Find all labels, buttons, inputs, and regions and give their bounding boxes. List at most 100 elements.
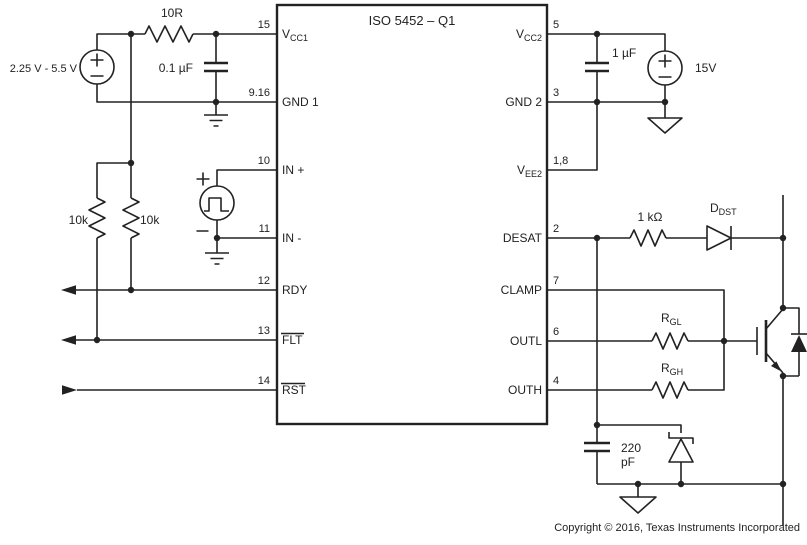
ground-symbol-pulse — [205, 252, 229, 265]
pin-label-in-plus: IN + — [282, 163, 304, 177]
resistor-10r-label: 10R — [161, 6, 183, 20]
resistor-rgl — [651, 332, 689, 350]
junction-dot — [127, 159, 135, 167]
junction-dot — [593, 30, 601, 38]
voltage-source-vcc1 — [79, 49, 115, 85]
ic-iso5452: ISO 5452 – Q1 15 9.16 10 11 12 13 14 VCC… — [249, 3, 568, 426]
wire — [96, 33, 277, 115]
ground-symbol-gnd2 — [647, 117, 683, 134]
pin-number-5: 5 — [553, 19, 559, 31]
pin-label-rdy: RDY — [282, 283, 307, 297]
supply-15v-label: 15V — [695, 61, 716, 75]
freewheel-diode — [791, 335, 807, 352]
pullup-network: 10k 10k — [69, 34, 160, 340]
junction-dot — [779, 372, 787, 380]
pin-label-clamp: CLAMP — [501, 283, 542, 297]
wire — [96, 34, 132, 340]
igbt — [756, 195, 807, 526]
capacitor-0p1uf — [204, 61, 228, 73]
pin-number-15: 15 — [258, 19, 270, 31]
resistor-1k — [629, 229, 667, 247]
pin-number-12: 12 — [258, 275, 270, 287]
pin-number-6: 6 — [553, 326, 559, 338]
status-signal-lines — [61, 285, 277, 395]
resistor-10r — [144, 25, 194, 43]
diode-ddst — [706, 225, 732, 251]
resistor-10k-left — [88, 197, 106, 239]
resistor-rgh — [651, 381, 689, 399]
junction-dot — [127, 286, 135, 294]
junction-dot — [213, 234, 221, 242]
resistor-rgl-label: RGL — [661, 311, 682, 327]
capacitor-220pf-unit: pF — [621, 455, 635, 469]
gate-supply-network: 1 µF 15V — [547, 33, 716, 171]
junction-dot — [93, 336, 101, 344]
wire — [596, 424, 783, 497]
rst-input-arrow — [62, 385, 77, 395]
pin-number-9-16: 9.16 — [249, 87, 270, 99]
ground-symbol-emitter — [619, 496, 657, 514]
blanking-network: 220 pF — [584, 424, 783, 514]
diode-ddst-label: DDST — [710, 201, 737, 217]
resistor-10k-right — [122, 197, 140, 239]
pulse-source-circle — [199, 185, 235, 221]
pin-number-13: 13 — [258, 325, 270, 337]
junction-dot — [593, 98, 601, 106]
pulse-waveform-icon — [204, 197, 229, 212]
pin-label-gnd1: GND 1 — [282, 95, 319, 109]
resistor-10k-left-label: 10k — [69, 213, 89, 227]
junction-dot — [212, 30, 220, 38]
wire — [547, 33, 666, 171]
junction-dots — [93, 30, 787, 488]
resistor-10k-right-label: 10k — [140, 213, 160, 227]
pin-label-desat: DESAT — [503, 231, 543, 245]
plus-minus-marks — [658, 54, 672, 78]
igbt-collector-emitter-wires — [765, 195, 784, 526]
pin-number-14: 14 — [258, 375, 270, 387]
capacitor-220pf — [584, 441, 610, 453]
gate-drive-network: RGL RGH — [547, 289, 757, 399]
pin-label-in-minus: IN - — [282, 231, 301, 245]
pin-number-1-8: 1,8 — [553, 155, 568, 167]
plus-minus-marks — [90, 53, 104, 77]
pin-number-4: 4 — [553, 375, 559, 387]
pin-label-gnd2: GND 2 — [505, 95, 542, 109]
ground-symbol-gnd1 — [204, 114, 228, 127]
junction-dot — [593, 234, 601, 242]
pin-label-vcc1: VCC1 — [282, 27, 308, 43]
junction-dot — [779, 234, 787, 242]
pin-label-rst: RST — [282, 383, 307, 397]
junction-dot — [661, 98, 669, 106]
wire — [76, 289, 277, 391]
pin-label-vcc2: VCC2 — [516, 27, 542, 43]
capacitor-1uf-label: 1 µF — [612, 46, 636, 60]
flt-output-arrow — [61, 335, 76, 345]
junction-dot — [212, 98, 220, 106]
junction-dot — [634, 480, 642, 488]
junction-dot — [779, 480, 787, 488]
resistor-rgh-label: RGH — [661, 361, 683, 377]
junction-dot — [127, 30, 135, 38]
rdy-output-arrow — [61, 285, 76, 295]
zener-diode — [668, 438, 694, 463]
pin-label-flt: FLT — [282, 333, 303, 347]
pin-label-outh: OUTH — [508, 383, 542, 397]
junction-dot — [593, 421, 601, 429]
wire — [547, 237, 783, 425]
input-supply-network: 2.25 V - 5.5 V 10R 0.1 µF — [10, 6, 277, 127]
igbt-emitter-arrow — [771, 361, 782, 372]
pin-label-outl: OUTL — [510, 334, 542, 348]
pin-number-7: 7 — [553, 275, 559, 287]
capacitor-220pf-value: 220 — [621, 441, 641, 455]
junction-dot — [677, 480, 685, 488]
plus-minus-marks — [196, 172, 210, 232]
junction-dot — [720, 337, 728, 345]
supply-voltage-label: 2.25 V - 5.5 V — [10, 63, 78, 75]
copyright-text: Copyright © 2016, Texas Instruments Inco… — [554, 522, 800, 534]
pin-number-10: 10 — [258, 155, 270, 167]
pin-number-2: 2 — [553, 223, 559, 235]
junction-dot — [779, 304, 787, 312]
resistor-1k-label: 1 kΩ — [638, 210, 663, 224]
